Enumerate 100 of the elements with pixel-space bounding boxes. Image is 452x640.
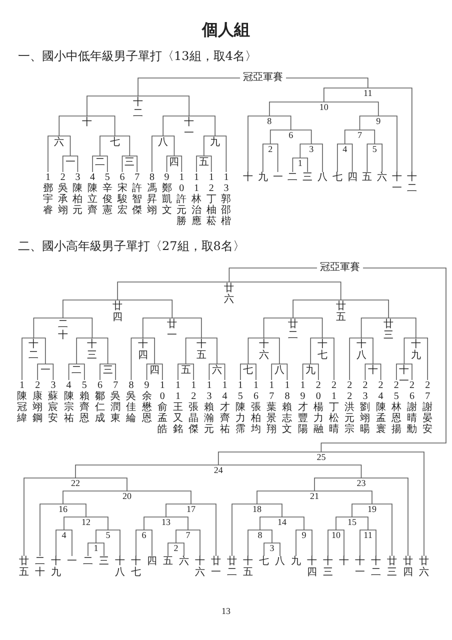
player-name: 林治應	[192, 194, 202, 227]
bracket-line	[188, 530, 200, 556]
match-number: 廿五	[336, 300, 346, 323]
match-number: 四	[150, 364, 160, 376]
bracket-line	[328, 530, 336, 556]
match-number: 5	[106, 530, 110, 541]
match-number: 13	[162, 517, 170, 528]
bracket-line	[360, 478, 408, 556]
bracket-line	[75, 478, 128, 492]
bracket-line	[24, 478, 76, 556]
player-name: 陳孟寰	[376, 402, 386, 435]
match-reference: 廿一	[211, 556, 221, 578]
player-name: 才豐陽	[298, 402, 308, 435]
bracket-line	[228, 268, 318, 282]
seed-number: 10	[179, 172, 184, 194]
match-number: 十五	[196, 338, 206, 361]
bracket-line	[86, 516, 108, 530]
seed-number: 11	[194, 172, 199, 194]
match-reference: 廿五	[19, 556, 29, 578]
bracket-line	[88, 542, 96, 556]
match-reference: 一	[67, 556, 77, 567]
player-name: 張晶傑	[188, 402, 199, 435]
match-number: 3	[270, 543, 274, 554]
match-reference: 廿三	[387, 556, 397, 578]
bracket-line	[107, 364, 116, 380]
bracket-line	[272, 542, 280, 556]
match-number: 四	[169, 156, 180, 168]
match-reference: 廿二	[227, 556, 237, 578]
bracket-line	[33, 318, 64, 338]
seed-number: 4	[66, 380, 72, 391]
bracket-line	[263, 338, 280, 364]
bracket-line	[62, 156, 71, 172]
match-number: 十八	[356, 338, 366, 361]
match-reference: 十二	[371, 556, 381, 578]
seed-number: 7	[112, 380, 119, 391]
match-number: 七	[110, 136, 120, 148]
bracket-line	[364, 364, 374, 380]
match-number: 2	[174, 543, 178, 554]
bracket-line	[45, 364, 54, 380]
match-number: 三	[124, 156, 135, 168]
bracket-line	[240, 364, 249, 380]
bracket-line	[108, 530, 120, 556]
player-name: 辛俊憲	[102, 183, 112, 216]
bracket-line	[366, 144, 376, 172]
bracket-line	[185, 338, 202, 364]
seed-number: 26	[410, 380, 414, 402]
player-name: 俞孟皓	[157, 402, 168, 435]
bracket-line	[296, 530, 304, 556]
seed-number: 4	[90, 172, 96, 183]
bracket-line	[136, 530, 144, 556]
match-number: 十一	[399, 364, 410, 387]
match-reference: 八	[275, 556, 285, 567]
bracket-line	[75, 464, 219, 478]
match-number: 15	[348, 517, 356, 528]
bracket-line	[337, 144, 346, 172]
bracket-line	[349, 338, 362, 380]
player-name: 許元勝	[176, 194, 187, 227]
match-reference: 廿六	[419, 556, 429, 578]
bracket-line	[76, 338, 93, 364]
match-number: 二	[72, 364, 82, 376]
match-number: 十三	[87, 338, 98, 361]
match-number: 24	[214, 465, 223, 476]
bracket-line	[138, 96, 190, 116]
player-name: 才齊祐	[220, 402, 230, 435]
bracket-line	[214, 136, 227, 172]
match-reference: 三	[302, 172, 313, 183]
bracket-line	[58, 136, 71, 156]
match-reference: 十二	[406, 172, 417, 194]
bracket-line	[360, 338, 374, 364]
bracket-line	[117, 300, 173, 318]
bracket-line	[168, 542, 176, 556]
bracket-line	[314, 478, 362, 492]
bracket-line	[302, 364, 311, 380]
match-number: 十二	[28, 338, 39, 361]
seed-number: 27	[425, 380, 430, 402]
bracket-line	[270, 130, 292, 144]
bracket-line	[126, 490, 192, 504]
match-reference: 十	[339, 556, 349, 567]
player-name: 丁松晴	[329, 402, 339, 435]
match-number: 25	[316, 452, 326, 463]
match-number: 十四	[138, 338, 148, 361]
match-reference: 十三	[323, 556, 333, 578]
match-reference: 二十	[35, 556, 45, 578]
player-name: 賴瀚元	[204, 402, 214, 435]
player-name: 陳冠緯	[17, 391, 27, 424]
match-number: 18	[252, 504, 262, 515]
bracket-line	[260, 530, 272, 544]
match-number: 十二	[133, 96, 144, 119]
bracket-line	[310, 338, 323, 364]
player-name: 陳力霈	[235, 402, 246, 435]
bracket-line	[256, 504, 282, 518]
bracket-line	[146, 364, 155, 380]
match-reference: 九	[291, 556, 301, 567]
seed-number: 5	[104, 172, 110, 183]
bracket-line	[228, 282, 342, 300]
bracket-line	[144, 530, 152, 556]
title: 個人組	[202, 20, 250, 41]
bracket-line	[142, 318, 173, 338]
player-name: 陳宗祐	[64, 391, 74, 424]
bracket-line	[336, 530, 344, 556]
